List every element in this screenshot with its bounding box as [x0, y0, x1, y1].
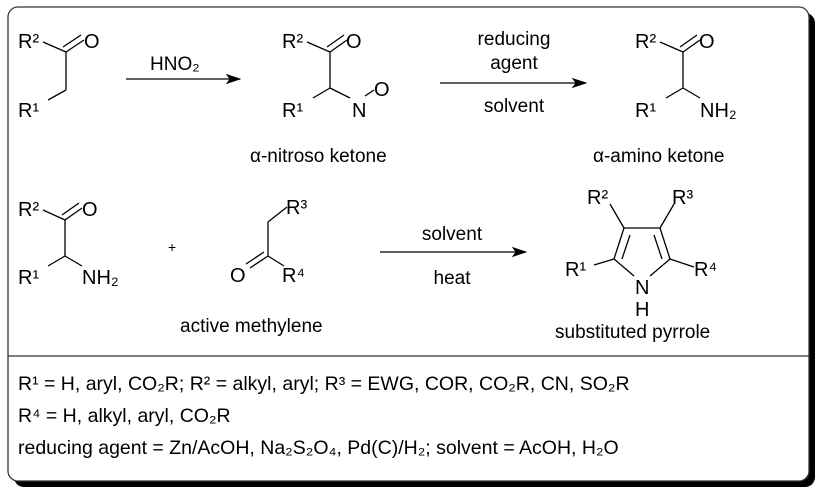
substituted-pyrrole-label: substituted pyrrole	[555, 322, 710, 343]
atom-r1: R¹	[565, 259, 586, 281]
atom-r1: R¹	[282, 100, 303, 122]
atom-h: H	[635, 299, 649, 321]
legend-line-r4: R⁴ = H, alkyl, aryl, CO₂R	[18, 405, 231, 427]
atom-o: O	[699, 31, 715, 53]
atom-r1: R¹	[18, 267, 39, 289]
atom-o: O	[84, 31, 100, 53]
reagent-hno2: HNO₂	[150, 54, 200, 75]
atom-n: N	[352, 100, 366, 122]
reagent-agent: agent	[490, 53, 538, 74]
atom-r2: R²	[635, 31, 656, 53]
substituent-legend: R¹ = H, aryl, CO₂R; R² = alkyl, aryl; R³…	[18, 368, 630, 464]
atom-r1: R¹	[635, 100, 656, 122]
reagent-heat: heat	[434, 268, 472, 289]
atom-nh2: NH₂	[82, 267, 119, 289]
reagent-solvent: solvent	[422, 224, 483, 245]
atom-r2: R²	[282, 31, 303, 53]
bonds	[42, 34, 701, 277]
legend-line-r1-r2-r3: R¹ = H, aryl, CO₂R; R² = alkyl, aryl; R³…	[18, 373, 630, 395]
nitroso-ketone-label: α-nitroso ketone	[250, 146, 387, 167]
atom-o: O	[230, 265, 246, 287]
atom-r3: R³	[672, 187, 693, 209]
atom-r3: R³	[286, 197, 307, 219]
atom-o: O	[346, 31, 362, 53]
atom-nh2: NH₂	[700, 100, 737, 122]
scheme-frame	[7, 6, 810, 482]
atom-r2: R²	[18, 199, 39, 221]
atom-o: O	[82, 199, 98, 221]
legend-line-conditions: reducing agent = Zn/AcOH, Na₂S₂O₄, Pd(C)…	[18, 437, 619, 459]
active-methylene-label: active methylene	[180, 316, 323, 337]
atom-r4: R⁴	[282, 265, 305, 287]
reagent-reducing: reducing	[478, 29, 551, 50]
atom-r2: R²	[18, 31, 39, 53]
atom-r2: R²	[587, 187, 608, 209]
atom-n: N	[635, 277, 649, 299]
plus-sign: +	[168, 239, 176, 255]
atom-r4: R⁴	[694, 259, 717, 281]
reagent-solvent: solvent	[484, 96, 545, 117]
amino-ketone-label: α-amino ketone	[593, 146, 724, 167]
atom-o: O	[374, 79, 390, 101]
atom-r1: R¹	[18, 100, 39, 122]
